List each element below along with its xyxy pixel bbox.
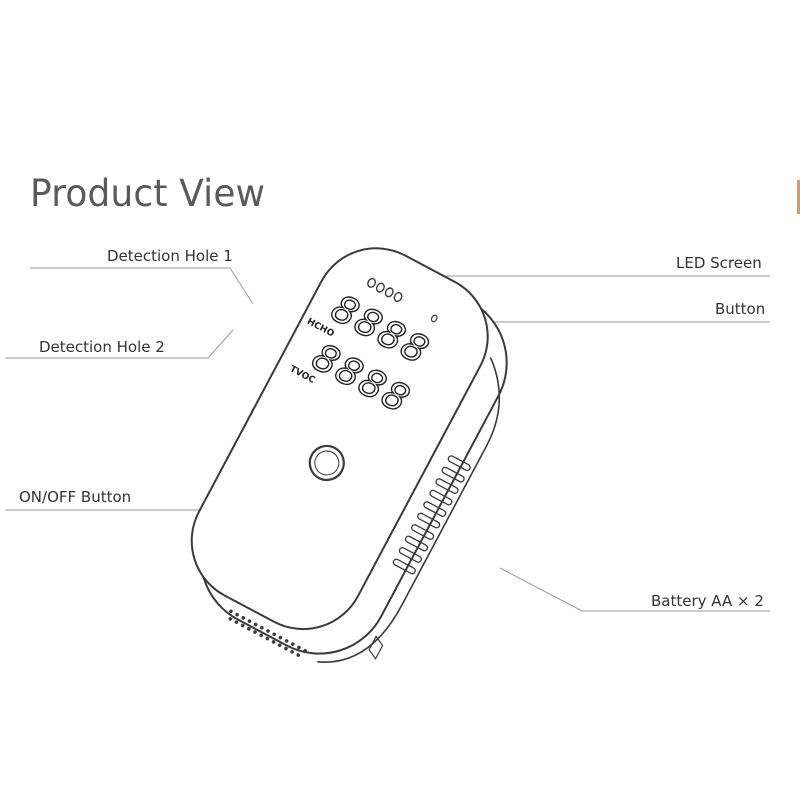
label-button: Button — [715, 300, 766, 318]
side-grille — [392, 455, 471, 575]
detection-holes — [367, 277, 403, 302]
bottom-vent-dots — [228, 609, 307, 657]
label-battery: Battery AA × 2 — [651, 592, 764, 610]
indicator-hole — [430, 314, 438, 323]
battery-door — [368, 635, 384, 660]
label-detection-hole-1: Detection Hole 1 — [107, 247, 233, 265]
device-front-face — [190, 247, 489, 631]
leader-detection-hole-2 — [5, 329, 234, 359]
device-body: 8888 HCHO 8888 TVOC — [190, 247, 508, 663]
label-on-off-button: ON/OFF Button — [19, 488, 132, 506]
label-detection-hole-2: Detection Hole 2 — [39, 338, 165, 356]
page-title: Product View — [30, 172, 266, 215]
label-led-screen: LED Screen — [676, 254, 762, 272]
leader-detection-hole-1 — [30, 267, 254, 305]
edge-accent-mark — [797, 180, 800, 214]
leader-battery — [499, 567, 770, 612]
